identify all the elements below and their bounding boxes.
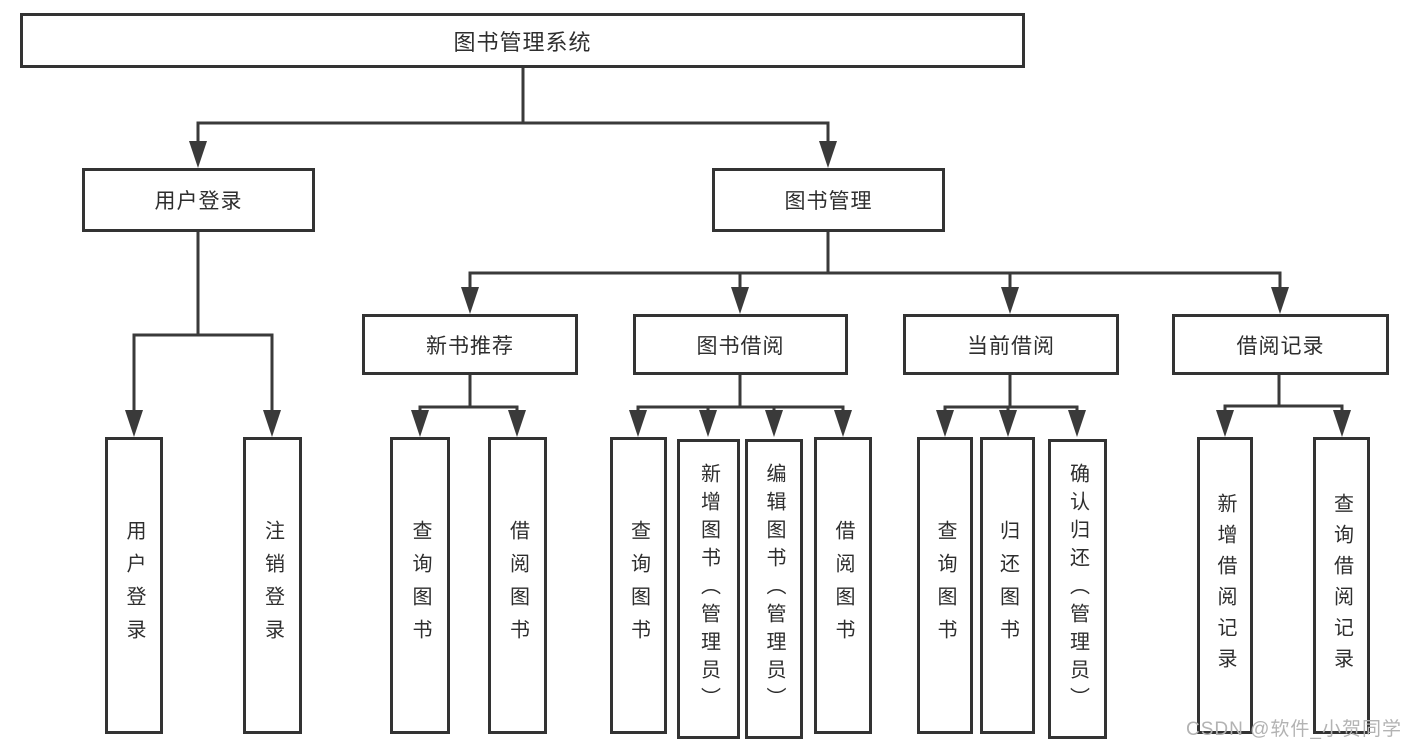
node-user-login: 用户登录 <box>82 168 315 232</box>
node-new-book-recommend: 新书推荐 <box>362 314 578 375</box>
leaf-br-add-record: 新增借阅记录 <box>1197 437 1253 734</box>
node-borrowing-records: 借阅记录 <box>1172 314 1389 375</box>
leaf-bb-query-books-label: 查询图书 <box>627 519 650 652</box>
leaf-br-query-record-label: 查询借阅记录 <box>1330 492 1353 679</box>
leaf-cb-confirm-return-admin: 确认归还（管理员） <box>1048 439 1107 739</box>
node-current-borrowing: 当前借阅 <box>903 314 1119 375</box>
leaf-bb-add-books-admin-label: 新增图书（管理员） <box>697 463 720 715</box>
leaf-cb-return-books-label: 归还图书 <box>996 519 1019 652</box>
watermark: CSDN @软件_小贺同学 <box>1186 719 1402 740</box>
node-book-management: 图书管理 <box>712 168 945 232</box>
leaf-logout-label: 注销登录 <box>261 519 284 652</box>
leaf-br-add-record-label: 新增借阅记录 <box>1214 492 1236 679</box>
leaf-cb-confirm-return-admin-label: 确认归还（管理员） <box>1066 463 1089 715</box>
leaf-user-login: 用户登录 <box>105 437 163 734</box>
leaf-bb-edit-books-admin: 编辑图书（管理员） <box>745 439 803 739</box>
leaf-cb-return-books: 归还图书 <box>980 437 1035 734</box>
leaf-nbr-borrow-books-label: 借阅图书 <box>506 519 529 652</box>
node-book-borrowing: 图书借阅 <box>633 314 848 375</box>
leaf-nbr-borrow-books: 借阅图书 <box>488 437 547 734</box>
leaf-bb-add-books-admin: 新增图书（管理员） <box>677 439 740 739</box>
leaf-nbr-query-books: 查询图书 <box>390 437 450 734</box>
leaf-cb-query-books: 查询图书 <box>917 437 973 734</box>
leaf-nbr-query-books-label: 查询图书 <box>409 519 431 652</box>
leaf-bb-edit-books-admin-label: 编辑图书（管理员） <box>763 463 785 715</box>
leaf-br-query-record: 查询借阅记录 <box>1313 437 1370 734</box>
leaf-logout: 注销登录 <box>243 437 302 734</box>
leaf-cb-query-books-label: 查询图书 <box>934 519 956 652</box>
leaf-bb-borrow-books-label: 借阅图书 <box>832 519 854 652</box>
leaf-bb-query-books: 查询图书 <box>610 437 667 734</box>
node-library-management-system: 图书管理系统 <box>20 13 1025 68</box>
leaf-bb-borrow-books: 借阅图书 <box>814 437 872 734</box>
leaf-user-login-label: 用户登录 <box>123 519 145 652</box>
